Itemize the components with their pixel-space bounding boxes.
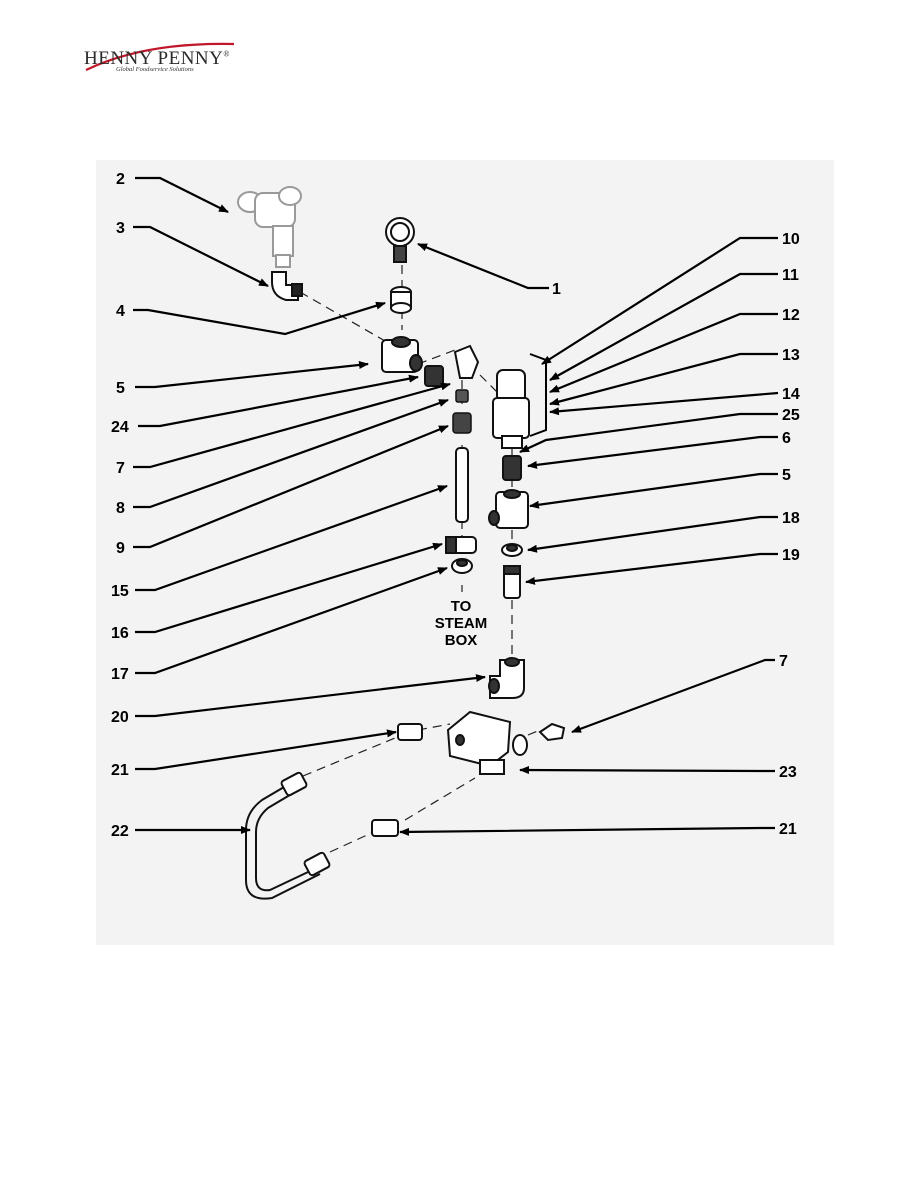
callout-20: 20 (111, 709, 129, 726)
callout-13: 13 (782, 347, 800, 364)
part-20-elbow (488, 657, 525, 699)
callout-4: 4 (116, 303, 125, 320)
callout-2: 2 (116, 171, 125, 188)
callout-7-lower: 7 (779, 653, 788, 670)
steam-box-note: TO STEAM BOX (435, 598, 488, 649)
note-line-1: TO (451, 598, 472, 615)
callout-22: 22 (111, 823, 129, 840)
part-17-bushing (451, 558, 473, 574)
callout-17: 17 (111, 666, 129, 683)
part-21-fitting-upper (397, 723, 423, 741)
part-15-tube (455, 447, 469, 523)
callout-25: 25 (782, 407, 800, 424)
assembly-axis-lines (299, 265, 541, 853)
callout-8: 8 (116, 500, 125, 517)
part-24-nipple (424, 365, 444, 387)
part-19-nipple (503, 565, 521, 599)
callout-leader-lines (133, 176, 779, 836)
part-23-solenoid-block (446, 710, 528, 775)
callout-labels: 2 3 4 5 24 7 8 9 15 16 17 20 21 22 1 10 … (111, 171, 800, 840)
part-3-elbow (271, 271, 303, 301)
callout-24: 24 (111, 419, 129, 436)
part-22-bent-pipe (245, 771, 331, 900)
part-7-elbow-lower (538, 722, 566, 742)
callout-21-left: 21 (111, 762, 129, 779)
callout-10: 10 (782, 231, 800, 248)
part-18-bushing (501, 543, 523, 557)
callout-21-right: 21 (779, 821, 797, 838)
callout-7-upper: 7 (116, 460, 125, 477)
callout-1: 1 (552, 281, 561, 298)
callout-5-upper: 5 (116, 380, 125, 397)
part-8-fitting (455, 389, 469, 403)
callout-18: 18 (782, 510, 800, 527)
note-line-3: BOX (445, 632, 478, 649)
callout-12: 12 (782, 307, 800, 324)
part-16-nipple (445, 536, 477, 554)
part-21-fitting-lower (371, 819, 399, 837)
callout-19: 19 (782, 547, 800, 564)
part-10-14-valve-body (492, 369, 530, 449)
part-4-bushing (390, 286, 412, 314)
logo-swoosh-icon (85, 42, 235, 71)
callout-11: 11 (782, 267, 799, 284)
brand-name: HENNY PENNY® (84, 48, 230, 70)
callout-23: 23 (779, 764, 797, 781)
part-valve-assembly (237, 186, 302, 268)
callout-6: 6 (782, 430, 791, 447)
callout-9: 9 (116, 540, 125, 557)
part-5-tee-lower (488, 489, 529, 529)
part-1-pressure-gauge (385, 217, 415, 263)
group-bracket (529, 353, 547, 437)
callout-5-lower: 5 (782, 467, 791, 484)
callout-3: 3 (116, 220, 125, 237)
part-9-nut (452, 412, 472, 434)
callout-15: 15 (111, 583, 129, 600)
part-6-nipple (502, 455, 522, 481)
callout-16: 16 (111, 625, 129, 642)
brand-tagline: Global Foodservice Solutions (116, 66, 194, 73)
part-7-elbow-upper (453, 344, 480, 379)
note-line-2: STEAM (435, 615, 488, 632)
registered-mark: ® (223, 49, 230, 59)
part-5-tee-upper (381, 336, 423, 373)
henny-penny-logo: HENNY PENNY® Global Foodservice Solution… (84, 40, 244, 80)
brand-name-text: HENNY PENNY (84, 48, 224, 69)
callout-14: 14 (782, 386, 800, 403)
